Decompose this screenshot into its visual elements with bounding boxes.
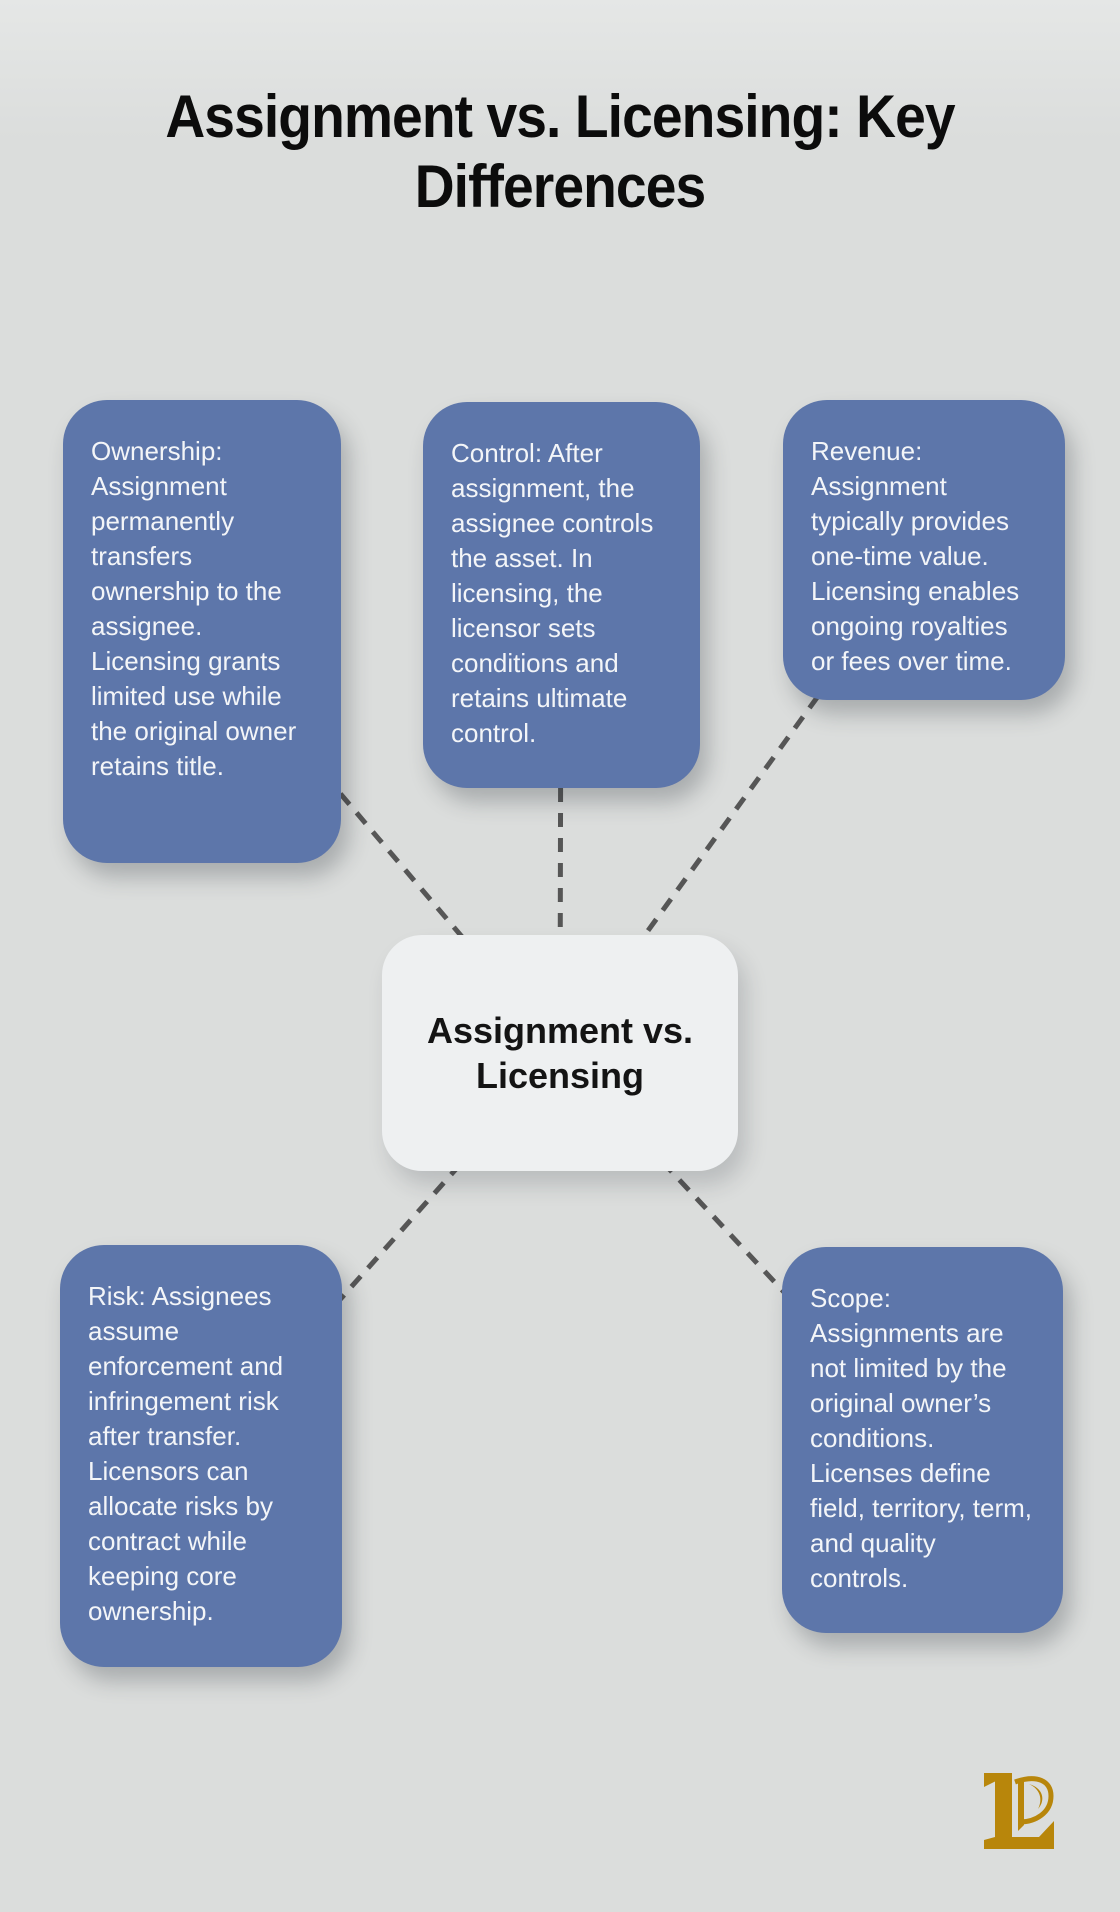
lp-monogram-icon (984, 1773, 1054, 1849)
node-risk: Risk: Assignees assume enforcement and i… (60, 1245, 342, 1667)
page-title: Assignment vs. Licensing: Key Difference… (165, 83, 955, 220)
node-ownership: Ownership: Assignment permanently transf… (63, 400, 341, 863)
node-control-text: Control: After assignment, the assignee … (451, 438, 654, 748)
node-revenue: Revenue: Assignment typically provides o… (783, 400, 1065, 700)
center-node: Assignment vs. Licensing (382, 935, 738, 1171)
center-node-label: Assignment vs. Licensing (426, 1010, 694, 1096)
node-risk-text: Risk: Assignees assume enforcement and i… (88, 1281, 284, 1626)
node-control: Control: After assignment, the assignee … (423, 402, 700, 788)
node-ownership-text: Ownership: Assignment permanently transf… (91, 436, 297, 781)
node-scope-text: Scope: Assignments are not limited by th… (810, 1283, 1033, 1593)
brand-logo (982, 1771, 1058, 1851)
node-scope: Scope: Assignments are not limited by th… (782, 1247, 1063, 1633)
node-revenue-text: Revenue: Assignment typically provides o… (811, 436, 1020, 676)
